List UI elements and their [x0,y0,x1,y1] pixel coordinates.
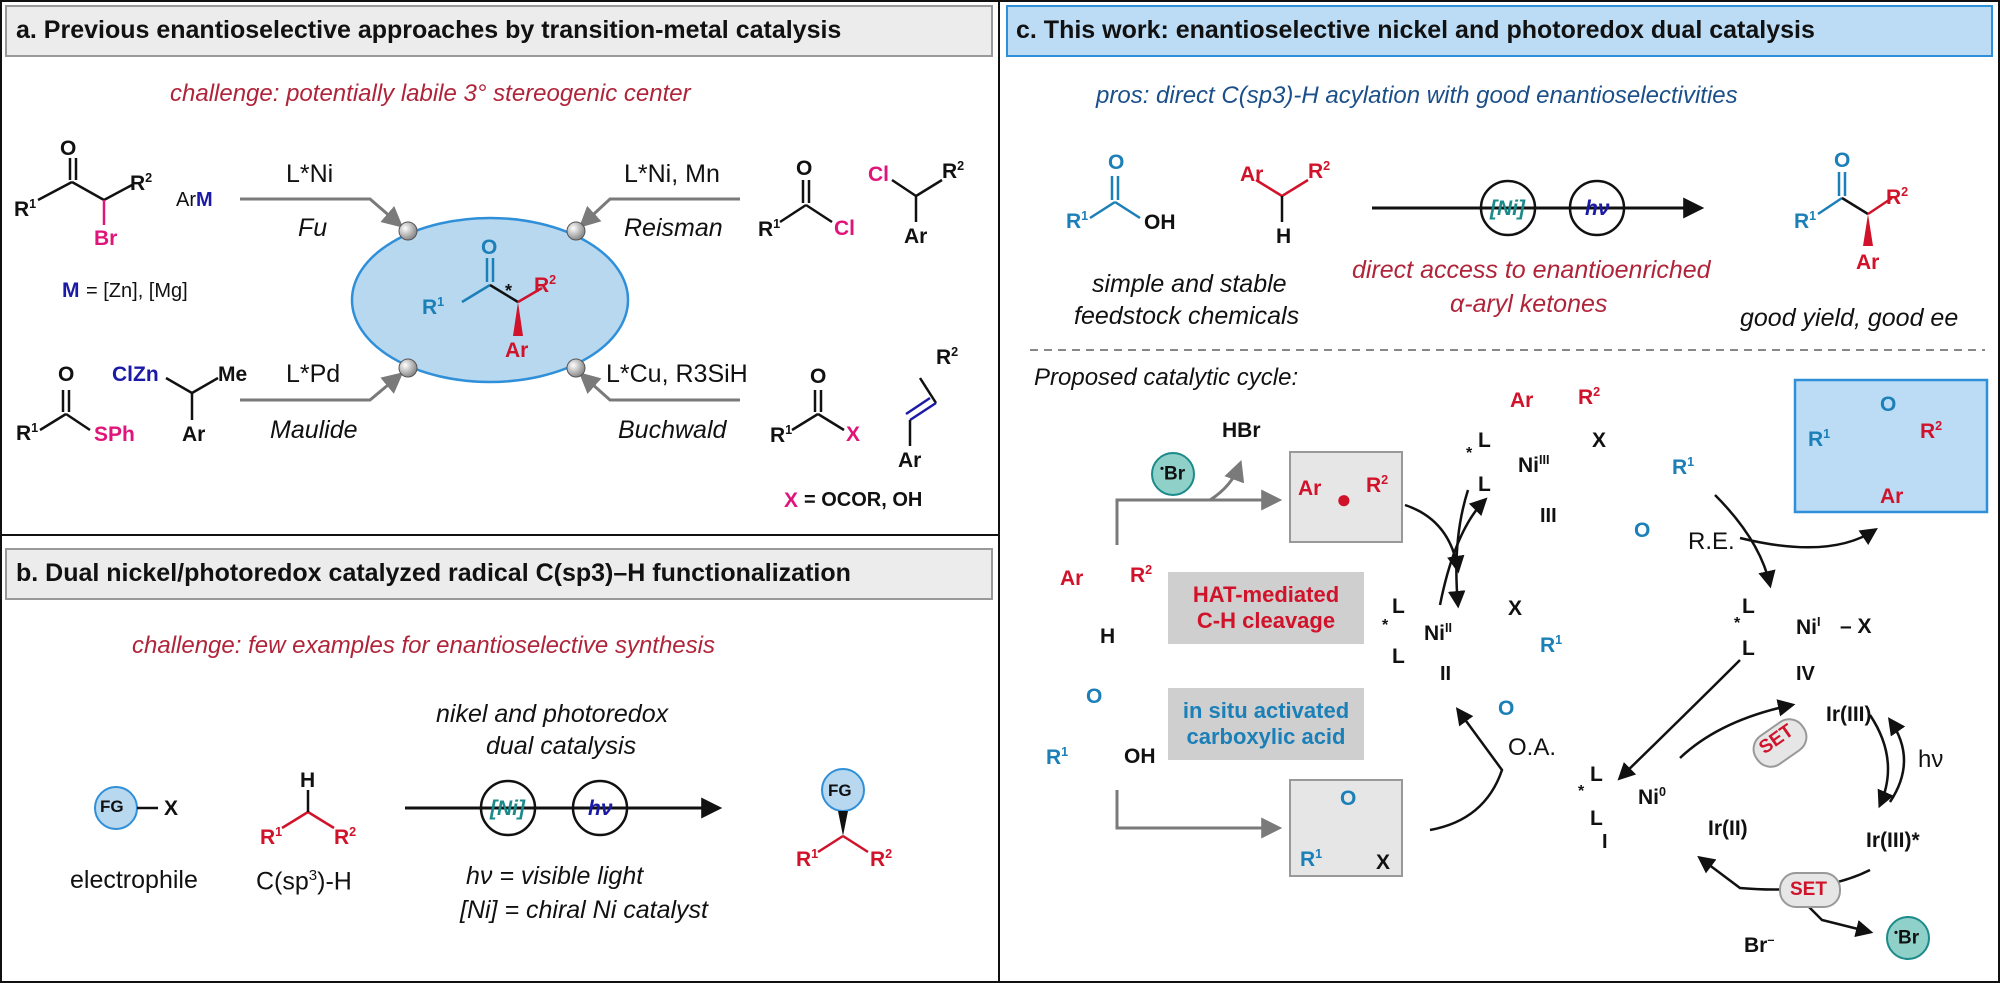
panel-a-header-box [5,5,993,57]
wedge-bond [513,302,523,336]
light-cycle-arrow [571,779,629,837]
arene-structure [1255,178,1309,222]
cycle-arrows [1404,489,1906,938]
hat-label-box [1168,572,1364,644]
product-ellipse [350,216,630,384]
bromo-ketone-structure [37,158,133,225]
benzyl-chloride-structure [891,178,943,222]
bromine-radical-circle [1151,452,1195,496]
fg-circle [94,786,138,830]
hat-arrow [1115,460,1283,839]
thioester-structure [39,390,91,432]
b-product-structure [817,834,869,854]
ni-cycle-arrow [479,779,537,837]
approach-arrows [240,197,740,402]
bromine-radical-circle [1886,916,1930,960]
set-badge [1779,872,1841,908]
csp3-structure [281,790,335,830]
acid-structure [1089,176,1141,220]
junction-ball [566,221,586,241]
b-product-wedge [838,811,848,836]
c-product-structure [1817,172,1893,216]
panel-b-header-box [5,548,993,600]
set-badge [1752,718,1808,768]
product-structure [461,258,543,304]
fg-product-circle [821,768,865,812]
activated-acid-box [1289,779,1403,877]
ni-cycle-arrow-c [1479,179,1537,237]
panel-c-header-box [1006,5,1993,57]
junction-ball [566,358,586,378]
acid-chloride-structure [779,180,833,224]
light-cycle-arrow-c [1568,179,1626,237]
radical-box [1289,451,1403,543]
c-product-wedge [1863,214,1873,246]
acid-label-box [1168,688,1364,760]
alkylzinc-structure [165,376,219,420]
styrene-structure [905,377,938,446]
acyl-x-structure [791,390,845,432]
junction-ball [398,221,418,241]
junction-ball [398,358,418,378]
product-highlight-box [1793,378,1989,514]
